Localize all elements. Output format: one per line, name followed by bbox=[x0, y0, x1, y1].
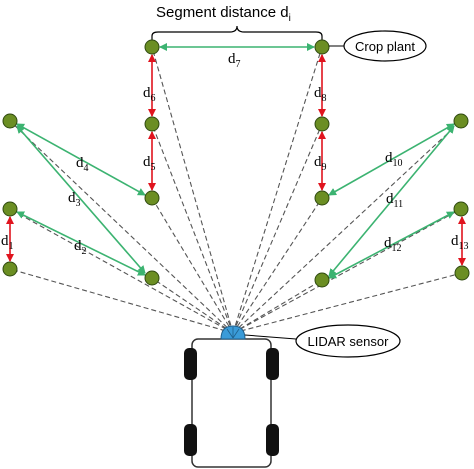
segment-distance-bracket bbox=[151, 25, 323, 44]
scan-line bbox=[151, 197, 234, 334]
wheel bbox=[266, 424, 279, 456]
crop-plant bbox=[454, 265, 470, 281]
crop-plant bbox=[144, 190, 160, 206]
label-d3: d3 bbox=[68, 190, 81, 209]
distance-labels: d7 d6 d5 d8 d9 d4 d3 d2 d1 d10 d11 d12 d… bbox=[1, 51, 469, 257]
crop-plant-callout: Crop plant bbox=[329, 30, 427, 62]
label-d7: d7 bbox=[228, 51, 241, 70]
label-d1: d1 bbox=[1, 233, 14, 252]
crop-plant bbox=[314, 39, 330, 55]
lidar-scan-lines bbox=[9, 46, 463, 334]
crop-plant-label: Crop plant bbox=[355, 39, 415, 54]
label-d12: d12 bbox=[384, 235, 402, 254]
lidar-sensor-label: LIDAR sensor bbox=[308, 334, 390, 349]
vehicle bbox=[184, 338, 279, 468]
crop-plant bbox=[144, 270, 160, 286]
crop-plant bbox=[314, 116, 330, 132]
wheel bbox=[184, 424, 197, 456]
scan-line bbox=[232, 123, 323, 334]
vehicle-body bbox=[191, 338, 272, 468]
label-d11: d11 bbox=[386, 191, 403, 210]
lidar-sensor bbox=[220, 325, 246, 340]
label-d5: d5 bbox=[143, 154, 156, 173]
distance-arrow-d12 bbox=[328, 211, 455, 279]
scan-line bbox=[232, 197, 323, 334]
label-d9: d9 bbox=[314, 154, 327, 173]
crop-plant bbox=[2, 201, 18, 217]
crop-plant bbox=[314, 272, 330, 288]
wheel bbox=[184, 348, 197, 380]
label-d4: d4 bbox=[76, 155, 89, 174]
diagram-title: Segment distance di bbox=[156, 4, 291, 24]
distance-arrow-d2 bbox=[16, 211, 146, 276]
scan-line bbox=[151, 46, 234, 334]
crop-plant bbox=[2, 261, 18, 277]
scan-line bbox=[232, 272, 463, 334]
label-d2: d2 bbox=[74, 238, 87, 257]
green-distance-arrows bbox=[16, 43, 455, 279]
label-d6: d6 bbox=[143, 85, 156, 104]
lidar-sensor-callout: LIDAR sensor bbox=[244, 324, 401, 358]
crop-plants bbox=[2, 39, 470, 288]
scan-line bbox=[9, 268, 234, 334]
scan-line bbox=[232, 46, 323, 334]
scan-line bbox=[151, 277, 234, 334]
crop-plant bbox=[2, 113, 18, 129]
label-d13: d13 bbox=[451, 233, 469, 252]
scan-line bbox=[232, 279, 323, 334]
crop-plant bbox=[314, 190, 330, 206]
scan-line bbox=[151, 123, 234, 334]
crop-plant bbox=[144, 39, 160, 55]
wheel bbox=[266, 348, 279, 380]
crop-plant bbox=[453, 201, 469, 217]
red-distance-arrows bbox=[6, 54, 466, 266]
crop-plant bbox=[453, 113, 469, 129]
label-d8: d8 bbox=[314, 85, 327, 104]
crop-plant bbox=[144, 116, 160, 132]
label-d10: d10 bbox=[385, 150, 403, 169]
